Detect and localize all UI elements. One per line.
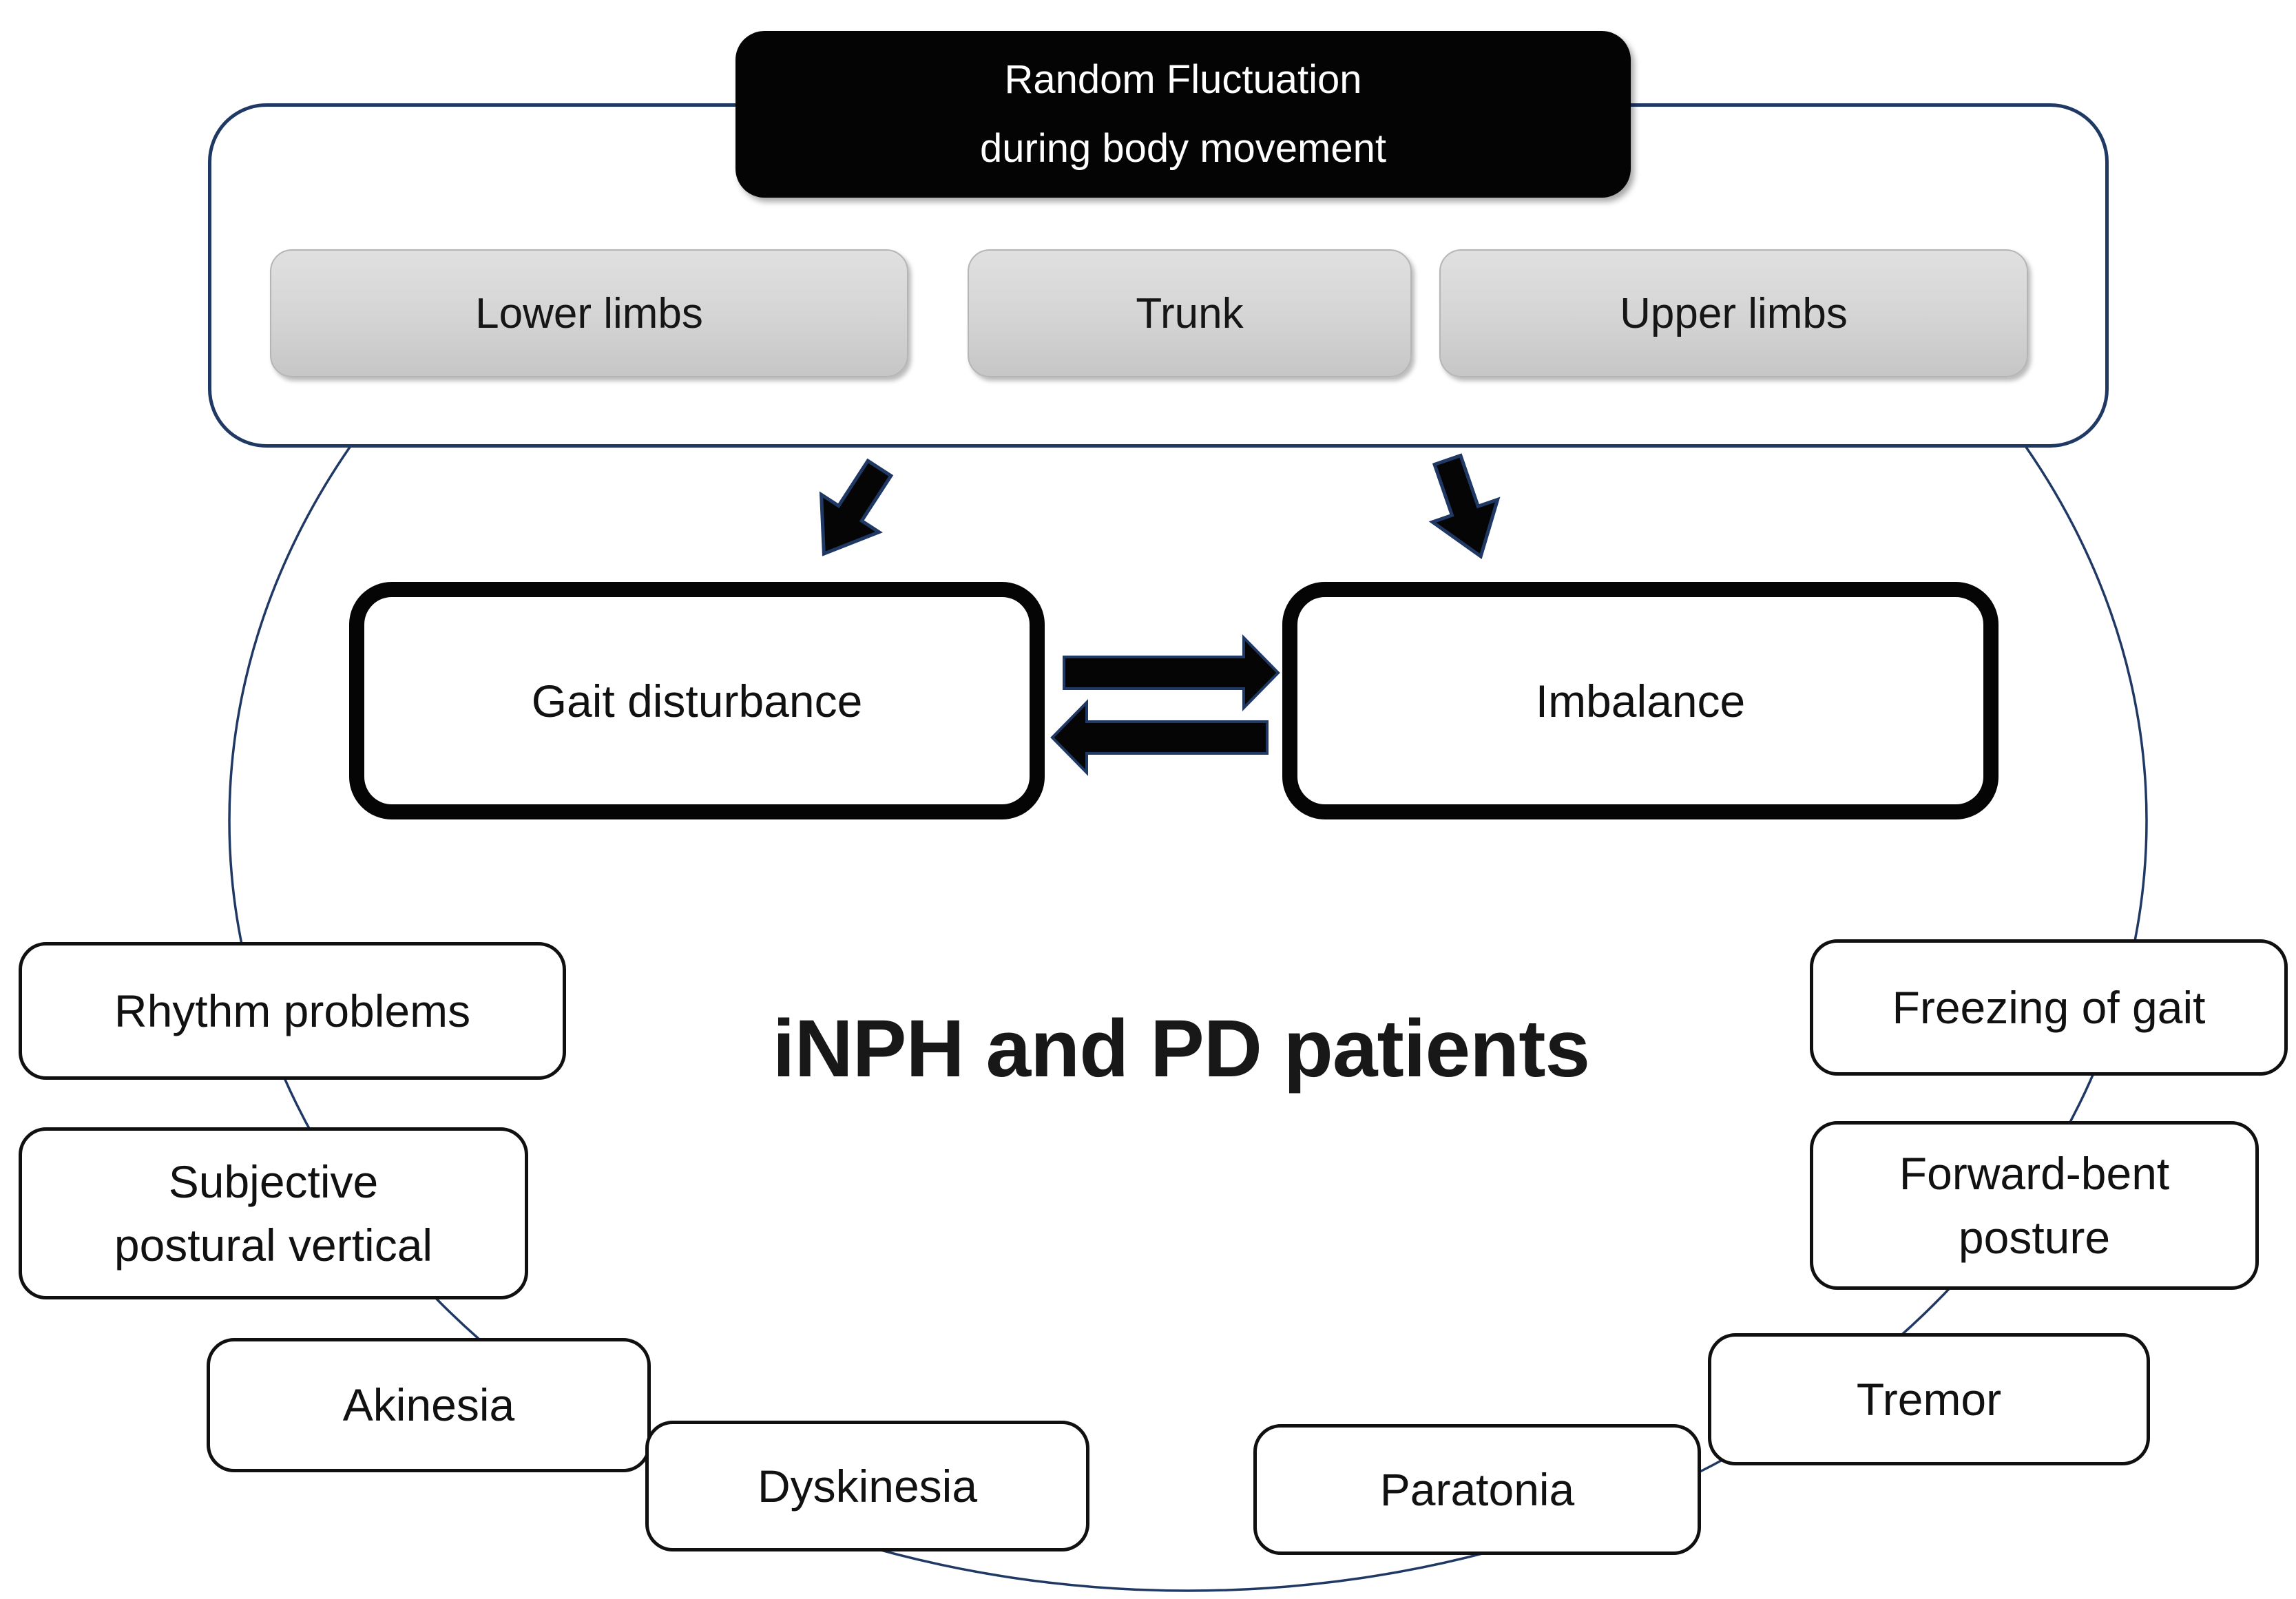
symptom-label: Subjective postural vertical	[114, 1156, 433, 1271]
symptom-box-rhythm-problems: Rhythm problems	[19, 942, 566, 1080]
symptom-label: Freezing of gait	[1892, 981, 2206, 1033]
core-symptom-label: Imbalance	[1535, 675, 1746, 727]
center-title: iNPH and PD patients	[772, 1003, 1590, 1094]
symptom-label: Paratonia	[1379, 1463, 1575, 1515]
body-region-label: Trunk	[1136, 289, 1244, 337]
symptom-box-subjective-postural-vertical: Subjective postural vertical	[19, 1127, 528, 1299]
fluctuation-title-label: Random Fluctuation during body movement	[980, 57, 1386, 171]
symptom-label: Rhythm problems	[114, 985, 471, 1036]
symptom-box-tremor: Tremor	[1708, 1333, 2150, 1465]
symptom-box-forward-bent-posture: Forward-bent posture	[1810, 1121, 2259, 1290]
body-region-trunk: Trunk	[968, 249, 1412, 377]
body-region-label: Upper limbs	[1620, 289, 1848, 337]
arrow-left-icon	[1050, 699, 1269, 776]
symptom-label: Dyskinesia	[757, 1460, 978, 1512]
symptom-label: Forward-bent posture	[1899, 1148, 2170, 1263]
down-arrow-right-icon	[1428, 453, 1501, 560]
symptom-box-akinesia: Akinesia	[207, 1338, 651, 1472]
fluctuation-title-box: Random Fluctuation during body movement	[735, 31, 1631, 198]
symptom-box-paratonia: Paratonia	[1253, 1424, 1701, 1555]
body-region-lower-limbs: Lower limbs	[270, 249, 908, 377]
gait-disturbance-box: Gait disturbance	[349, 582, 1045, 819]
symptom-label: Tremor	[1856, 1373, 2002, 1425]
down-arrow-left-icon	[819, 458, 894, 556]
symptom-label: Akinesia	[342, 1379, 515, 1431]
core-symptom-label: Gait disturbance	[531, 675, 863, 727]
imbalance-box: Imbalance	[1282, 582, 1998, 819]
symptom-box-freezing-of-gait: Freezing of gait	[1810, 939, 2288, 1076]
arrow-right-icon	[1063, 634, 1280, 711]
symptom-box-dyskinesia: Dyskinesia	[645, 1421, 1089, 1551]
body-region-upper-limbs: Upper limbs	[1439, 249, 2028, 377]
body-region-label: Lower limbs	[475, 289, 703, 337]
